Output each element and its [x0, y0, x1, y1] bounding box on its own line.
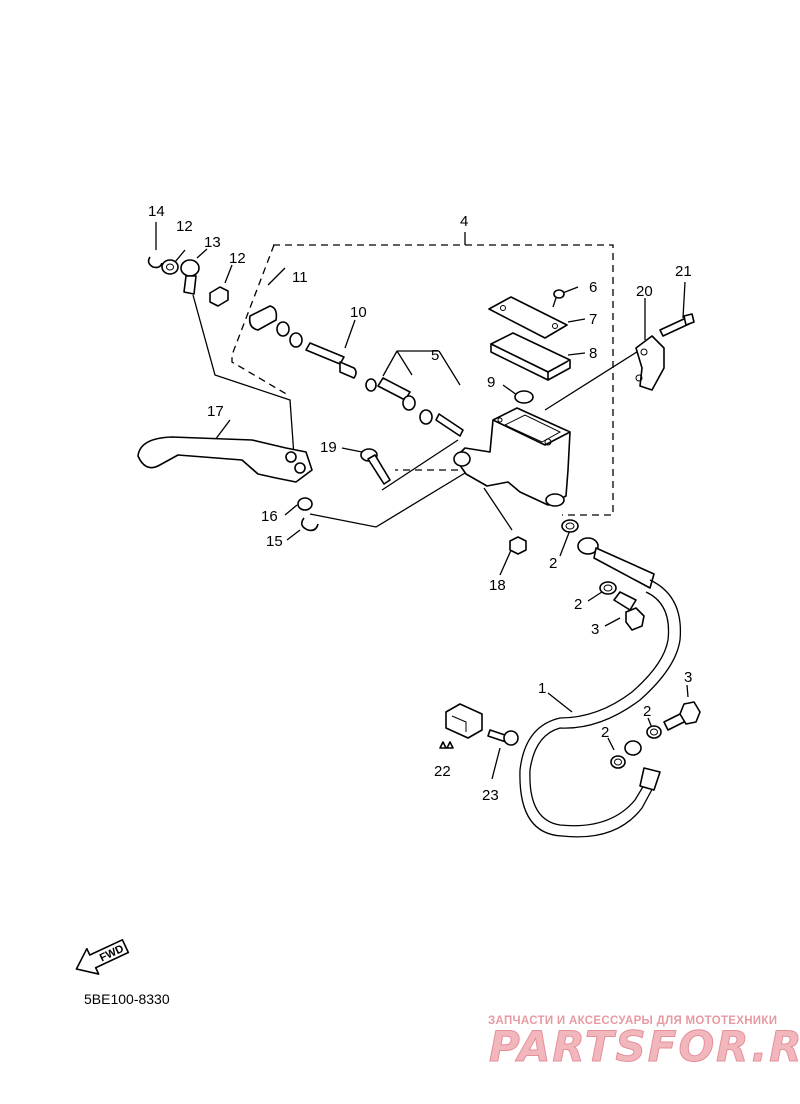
callout-15: 15 [266, 533, 283, 550]
callout-2-b: 2 [574, 596, 582, 613]
callout-10: 10 [350, 304, 367, 321]
washer-16 [297, 497, 313, 511]
callout-7: 7 [589, 311, 597, 328]
lever-17 [137, 436, 313, 483]
union-bolt-3-upper [613, 591, 645, 631]
callout-16: 16 [261, 508, 278, 525]
pivot-pin-13 [180, 259, 200, 295]
diaphragm-9 [514, 390, 534, 404]
callout-2-c: 2 [643, 703, 651, 720]
fwd-label: FWD [98, 943, 126, 964]
callout-12-right: 12 [229, 250, 246, 267]
callout-6: 6 [589, 279, 597, 296]
callout-13: 13 [204, 234, 221, 251]
gasket-2-lower-right [646, 725, 662, 739]
callout-18: 18 [489, 577, 506, 594]
callout-5: 5 [431, 347, 439, 364]
callout-4: 4 [460, 213, 468, 230]
union-bolt-3-lower [663, 701, 701, 731]
callout-21: 21 [675, 263, 692, 280]
callout-12-left: 12 [176, 218, 193, 235]
dust-boot-11 [248, 305, 303, 348]
callout-9: 9 [487, 374, 495, 391]
screw-23 [487, 729, 519, 746]
callout-22: 22 [434, 763, 451, 780]
collar-12-right [209, 286, 229, 307]
piston-kit-5 [365, 377, 464, 437]
callout-3-b: 3 [684, 669, 692, 686]
clamp-20 [635, 335, 665, 391]
callout-19: 19 [320, 439, 337, 456]
callouts: 14 12 13 12 4 11 10 5 6 7 8 9 20 21 17 1… [148, 203, 692, 804]
screw-6 [552, 289, 565, 308]
callout-23: 23 [482, 787, 499, 804]
watermark-logo: PARTSFOR.RU [489, 1022, 800, 1071]
circlip-14 [147, 256, 163, 269]
callout-8: 8 [589, 345, 597, 362]
callout-17: 17 [207, 403, 224, 420]
brake-hose-1 [519, 537, 682, 838]
circlip-15 [300, 517, 319, 532]
gasket-2-lower-left [610, 755, 626, 769]
callout-3-a: 3 [591, 621, 599, 638]
watermark-tagline: ЗАПЧАСТИ И АКСЕССУАРЫ ДЛЯ МОТОТЕХНИКИ [488, 1015, 777, 1027]
diagram-code: 5BE100-8330 [84, 991, 170, 1007]
nut-12-left [161, 259, 179, 275]
nut-18 [509, 536, 527, 555]
leader-lines [155, 222, 689, 780]
bolt-21 [659, 313, 695, 337]
reservoir-cap-7 [488, 296, 568, 339]
gasket-2-middle [599, 581, 617, 595]
master-cylinder-body [453, 407, 571, 507]
hose-guide-22 [439, 703, 483, 749]
callout-11: 11 [292, 269, 308, 286]
assembly-outline [231, 244, 614, 516]
callout-2-d: 2 [601, 724, 609, 741]
fwd-arrow: FWD [75, 939, 130, 975]
gasket-2-upper [561, 519, 579, 533]
diaphragm-8 [490, 332, 571, 381]
callout-1: 1 [538, 680, 546, 697]
push-rod-10 [305, 342, 357, 379]
callout-2-a: 2 [549, 555, 557, 572]
callout-14: 14 [148, 203, 165, 220]
bolt-19 [360, 448, 391, 485]
callout-20: 20 [636, 283, 653, 300]
